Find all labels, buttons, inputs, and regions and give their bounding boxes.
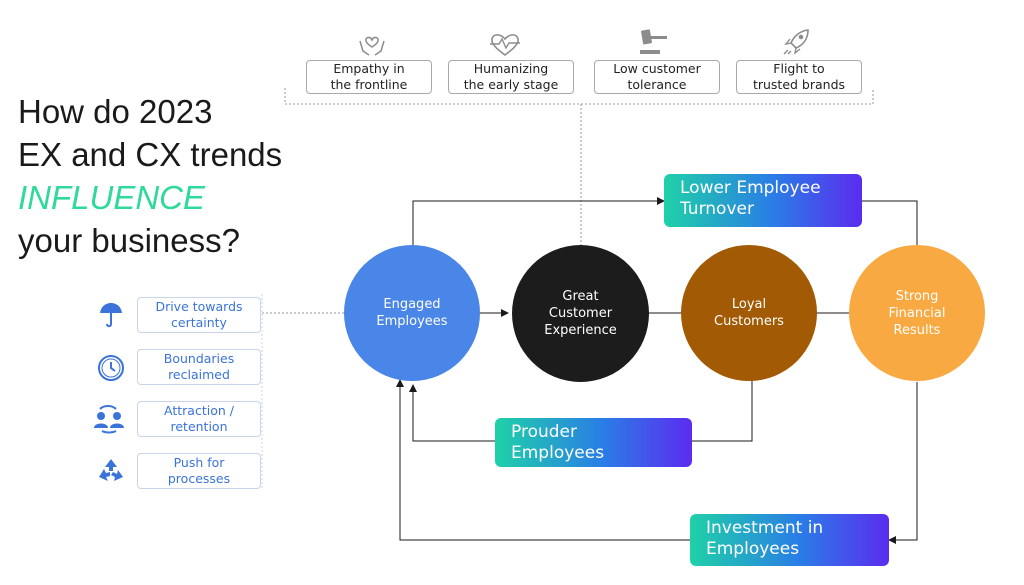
title-line-4: your business? [18,222,240,259]
circle-strong-financial-results: Strong Financial Results [849,245,985,381]
trend-box-boundaries: Boundaries reclaimed [137,349,261,385]
page-title: How do 2023 EX and CX trends INFLUENCE y… [18,90,282,262]
trend-box-humanizing: Humanizing the early stage [448,60,574,94]
callout-prouder-employees: Prouder Employees [495,418,692,467]
people-swap-icon [92,403,126,435]
title-line-2: EX and CX trends [18,136,283,173]
callout-investment-in-employees: Investment in Employees [690,514,889,566]
umbrella-icon [94,299,128,331]
loop-top [412,197,665,248]
circle-great-customer-experience: Great Customer Experience [512,245,649,382]
loop-prouder-left [409,384,495,442]
heart-pulse-icon [488,30,522,58]
hands-heart-icon [355,30,389,58]
title-accent: INFLUENCE [18,179,206,216]
trend-box-empathy: Empathy in the frontline [306,60,432,94]
loop-investment-left [396,379,690,541]
recycle-icon [94,455,128,487]
loop-prouder [692,380,753,442]
trend-box-flight-trusted: Flight to trusted brands [736,60,862,94]
top-trends-bracket [284,88,874,105]
trend-box-drive-certainty: Drive towards certainty [137,297,261,333]
rocket-icon [780,28,814,56]
loop-investment [888,382,918,544]
trend-box-push-processes: Push for processes [137,453,261,489]
circle-loyal-customers: Loyal Customers [681,245,817,381]
circle-engaged-employees: Engaged Employees [344,245,480,381]
title-line-1: How do 2023 [18,93,213,130]
gavel-icon [638,28,672,56]
trend-box-low-tolerance: Low customer tolerance [594,60,720,94]
callout-lower-employee-turnover: Lower Employee Turnover [664,174,862,227]
trend-box-attraction: Attraction / retention [137,401,261,437]
clock-icon [94,352,128,384]
loop-top-right [862,200,918,248]
